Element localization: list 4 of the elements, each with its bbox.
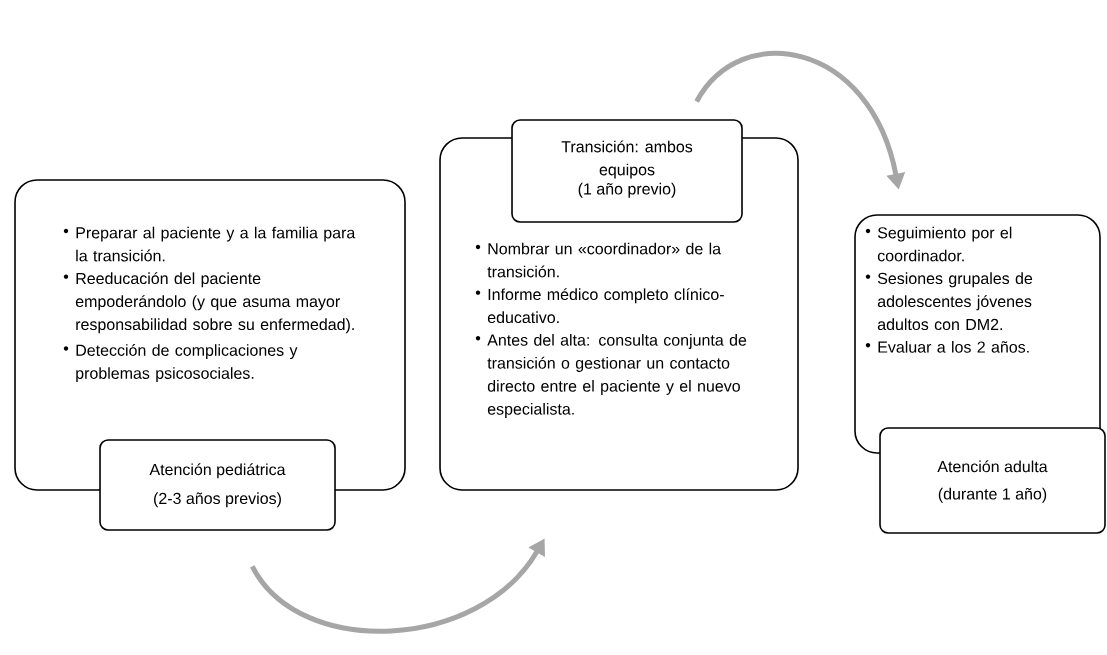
- rounded-box: Seguimiento por el coordinador. Sesiones grupales de adolescentes jóvenes adultos con DM2. Evaluar a los 2 años.: [854, 214, 1101, 454]
- header-box: Atención adulta (durante 1 año): [879, 427, 1106, 534]
- header-box: Atención pediátrica (2-3 años previos): [99, 439, 336, 531]
- header-box: Transición: ambos equipos (1 año previo): [511, 119, 743, 223]
